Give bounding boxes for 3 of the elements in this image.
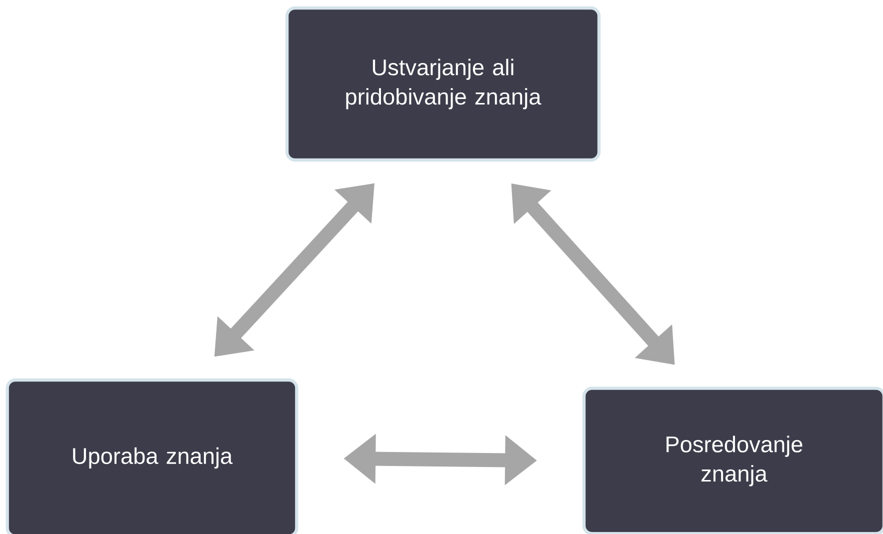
process-box: Ustvarjanje ali pridobivanje znanja bbox=[285, 6, 601, 162]
process-box: Uporaba znanja bbox=[6, 378, 298, 534]
process-box: Posredovanje znanja bbox=[582, 386, 883, 534]
